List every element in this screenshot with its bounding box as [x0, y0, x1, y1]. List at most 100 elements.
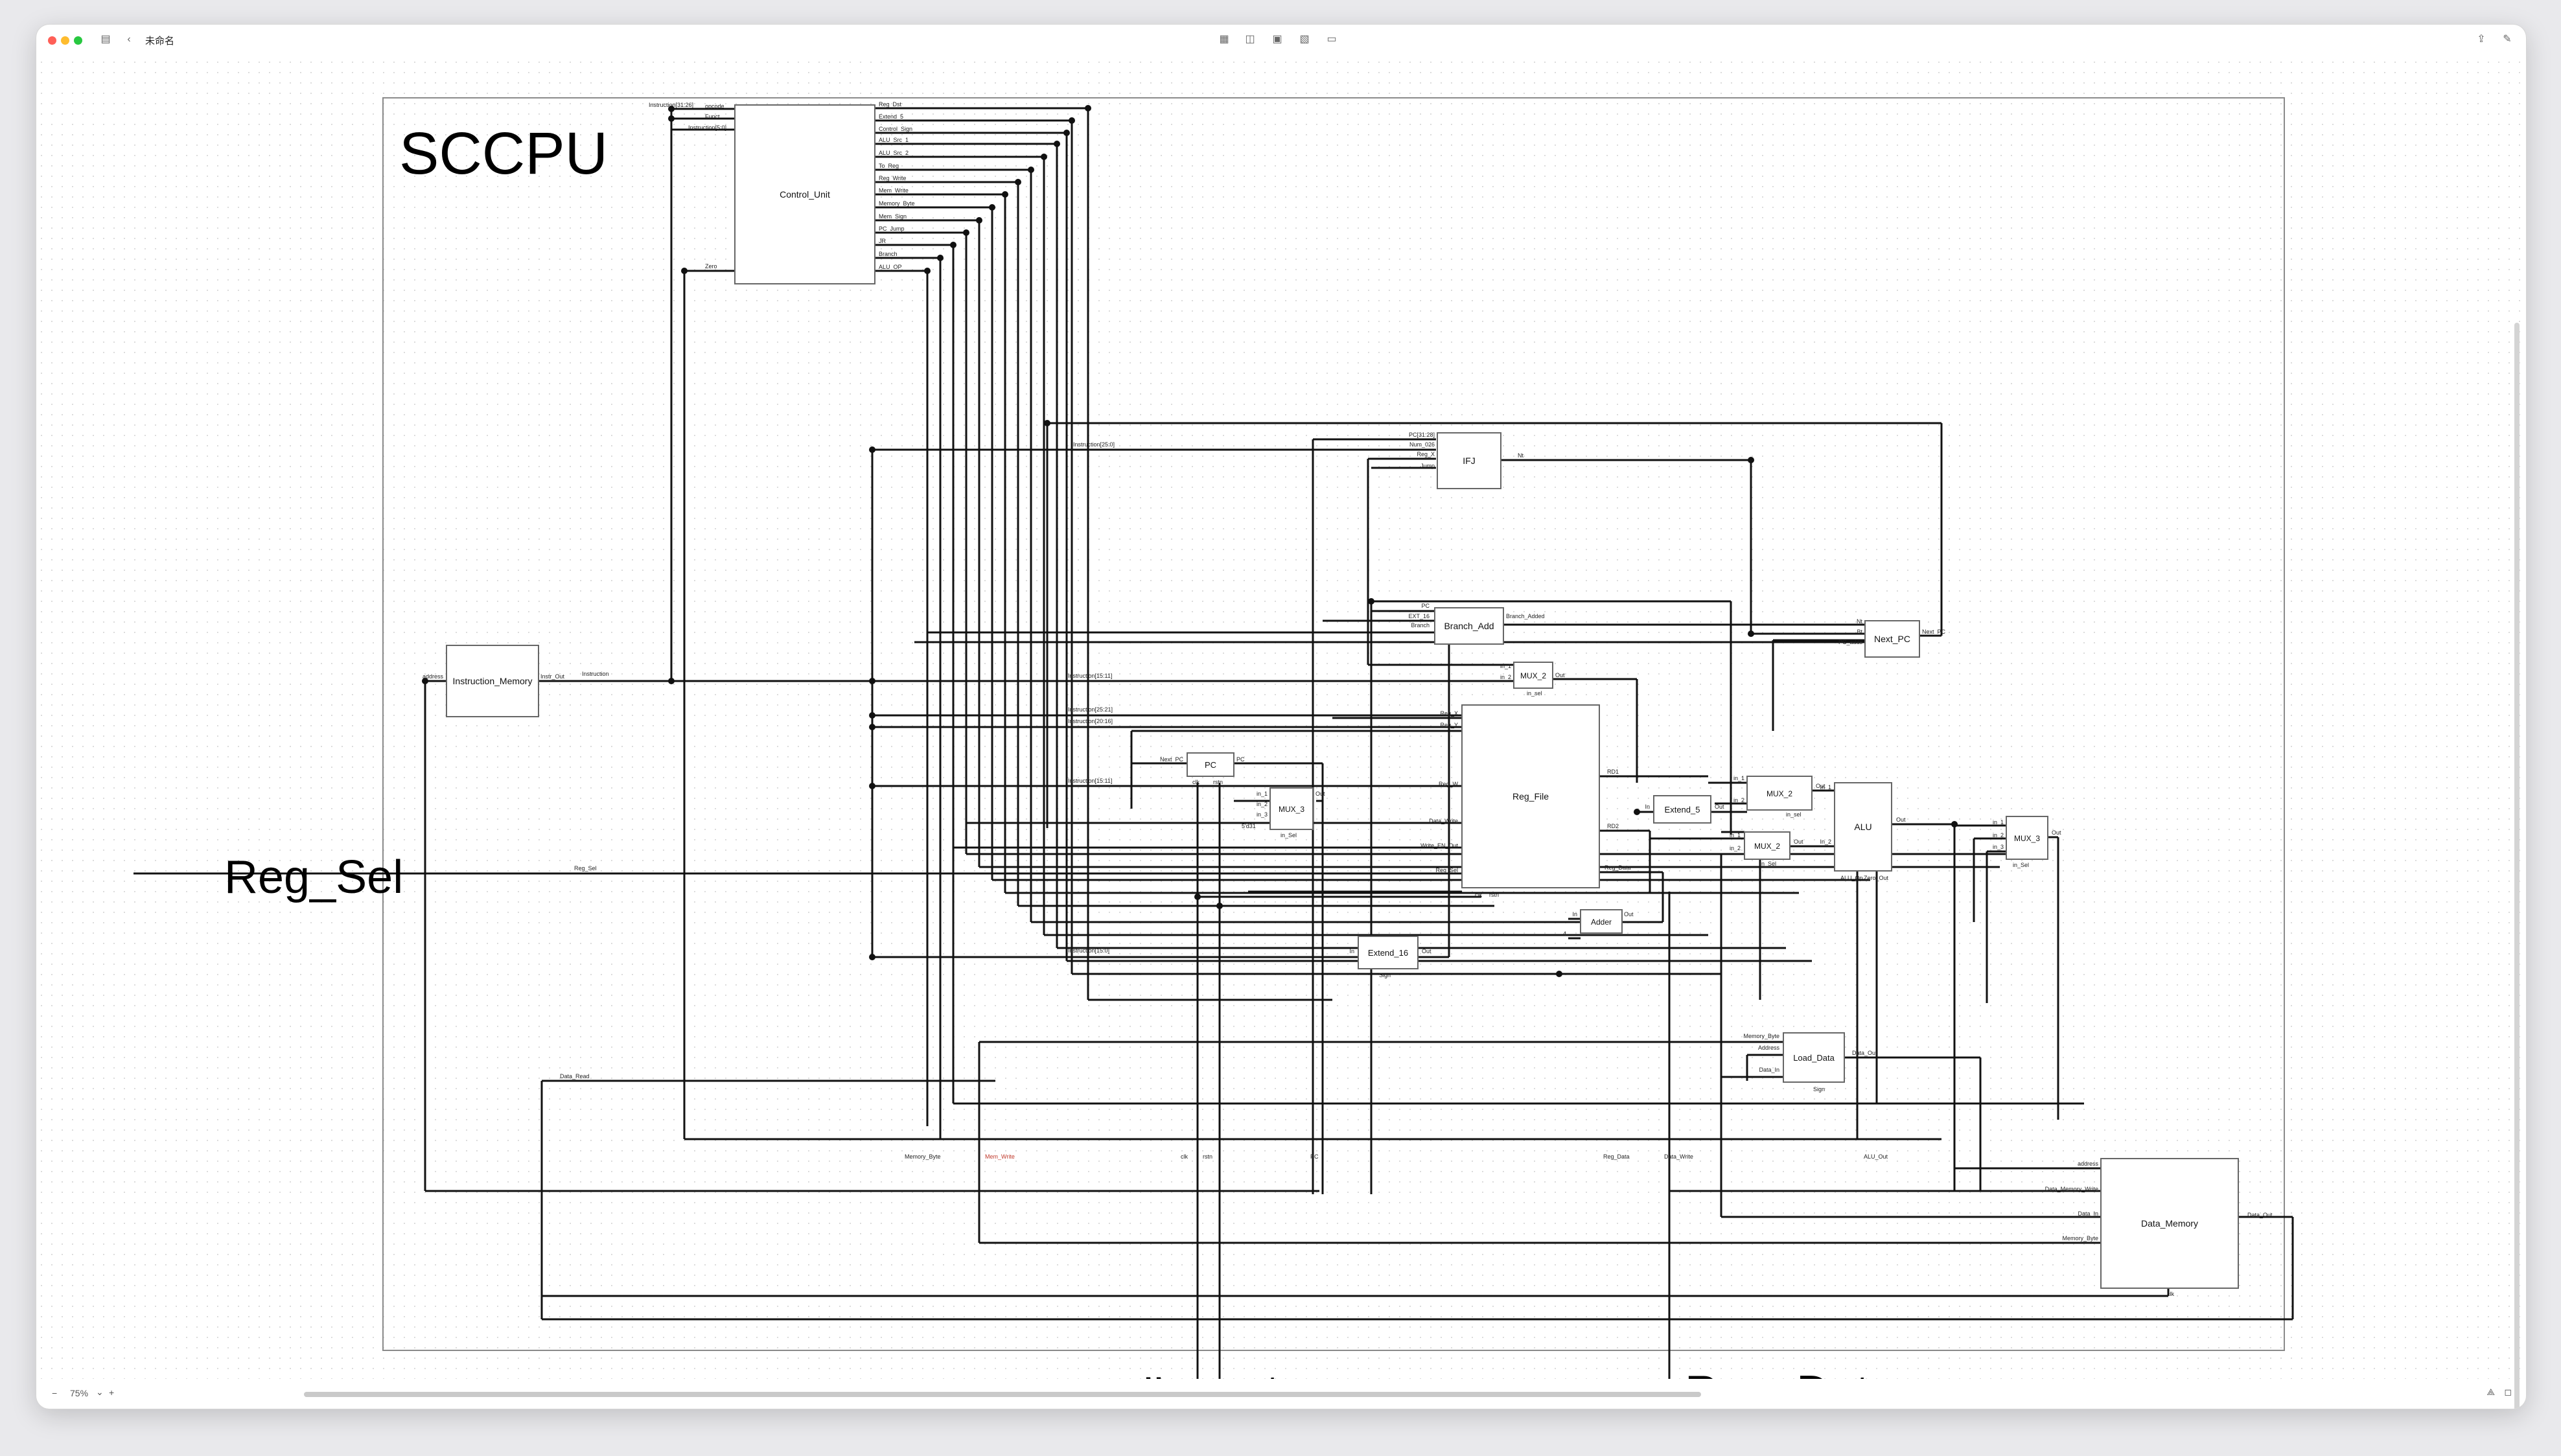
junction-dot	[869, 783, 875, 789]
back-chevron-icon[interactable]: ‹	[127, 34, 131, 45]
cu-output-label: JR	[879, 238, 886, 244]
mux-port-label: in_2	[1500, 674, 1511, 680]
ext5-port-label: Out	[1715, 803, 1724, 810]
junction-dot	[668, 115, 675, 122]
junction-dot	[937, 255, 944, 261]
adder-port-label: 4	[1563, 930, 1566, 937]
ifj-block	[1437, 432, 1501, 489]
ext16-port-label: In	[1349, 948, 1354, 954]
external-labels-layer: Reg_SelclkrstnReg_Data	[224, 851, 1895, 1379]
cu-input-label: Zero	[705, 263, 717, 270]
regfile-port-label: RD2	[1607, 823, 1619, 829]
cu-output-label: Control_Sign	[879, 126, 912, 132]
extend5-block	[1653, 795, 1711, 824]
navigate-icon[interactable]: ⟁	[2486, 1387, 2496, 1397]
dmem-port-label: Data_Memory_Write	[2045, 1186, 2098, 1192]
fit-screen-icon[interactable]: ◻	[2504, 1387, 2512, 1397]
blocks-layer: Control_UnitInstruction_MemoryIFJBranch_…	[446, 104, 2239, 1289]
regfile-port-label: Reg_X	[1440, 710, 1458, 717]
mux2-b-block-label: MUX_2	[1767, 789, 1792, 798]
rstn-label: rstn	[1227, 1367, 1305, 1379]
vertical-scrollbar[interactable]	[2514, 323, 2520, 1409]
pc-port-label: clk	[1192, 779, 1199, 785]
ext16-port-label: Sign	[1379, 972, 1391, 978]
cpu-diagram: SCCPU Control_UnitInstruction_MemoryIFJB…	[133, 97, 2294, 1379]
mux2-c-block	[1744, 831, 1790, 860]
control-unit-block-label: Control_Unit	[780, 189, 830, 200]
zoom-level[interactable]: 75%	[70, 1388, 89, 1398]
next-pc-block-label: Next_PC	[1874, 634, 1910, 644]
close-window-button[interactable]	[48, 36, 56, 45]
junction-dot	[963, 229, 969, 236]
mux-port-label: in_Sel	[2013, 862, 2029, 868]
junction-dot	[668, 678, 675, 684]
mux-port-label: Out	[1315, 791, 1325, 797]
text-box-icon[interactable]: ▣	[1272, 34, 1282, 45]
junction-dot	[869, 678, 875, 684]
adder-port-label: Out	[1624, 911, 1634, 918]
nextpc-port-label: Nt	[1857, 618, 1862, 625]
alu-port-label: In_1	[1820, 784, 1831, 791]
junction-dot	[1041, 154, 1047, 160]
junction-dot	[1194, 894, 1201, 900]
junction-dot	[1085, 105, 1091, 111]
alu-port-label: Zero_Out	[1864, 875, 1889, 881]
alu-port-label: Out	[1896, 816, 1906, 823]
junction-dot	[1951, 821, 1958, 827]
junction-dots-layer	[422, 105, 1958, 977]
sidebar-toggle-icon[interactable]: ▤	[100, 34, 111, 45]
media-icon[interactable]: ▧	[1299, 34, 1310, 45]
ifj-block-label: IFJ	[1463, 456, 1475, 466]
alu-block-label: ALU	[1854, 822, 1872, 832]
edit-icon[interactable]: ✎	[2503, 34, 2512, 45]
port-labels-layer: Reg_DstExtend_5Control_SignALU_Src_1ALU_…	[423, 101, 2273, 1297]
zoom-in-button[interactable]: +	[109, 1387, 115, 1398]
junction-dot	[1028, 167, 1034, 173]
diagram-frame	[382, 97, 2285, 1351]
cu-output-label: ALU_Src_1	[879, 137, 909, 143]
junction-dot	[1069, 117, 1075, 124]
zoom-window-button[interactable]	[74, 36, 82, 45]
loaddata-port-label: Address	[1758, 1045, 1780, 1051]
cu-output-label: Extend_5	[879, 113, 903, 120]
regfile-port-label: Reg_Sel	[1435, 867, 1458, 873]
dmem-port-label: address	[2078, 1161, 2099, 1167]
cu-input-label: Funct	[705, 113, 720, 120]
regfile-port-label: Reg_Y	[1440, 722, 1458, 728]
mux-port-label: in_Sel	[1760, 861, 1776, 867]
adder-block-label: Adder	[1591, 918, 1612, 927]
mux-port-label: 5'd31	[1242, 823, 1256, 829]
chevron-down-icon[interactable]: ⌄	[96, 1387, 104, 1397]
horizontal-scrollbar[interactable]	[304, 1392, 1701, 1397]
regfile-port-label: Reg_W	[1439, 781, 1459, 787]
bottom-net-label: Memory_Byte	[905, 1153, 941, 1160]
net-label: Instruction[25:21]	[1068, 706, 1113, 713]
mux-port-label: in_2	[1730, 845, 1741, 851]
mux2-b-block	[1746, 776, 1813, 811]
mux-port-label: Out	[1816, 783, 1825, 789]
mux-port-label: in_1	[1500, 663, 1511, 669]
adder-port-label: In	[1572, 911, 1577, 918]
shapes-icon[interactable]: ◫	[1245, 34, 1255, 45]
minimize-window-button[interactable]	[61, 36, 69, 45]
mux-port-label: in_2	[1257, 801, 1268, 807]
share-icon[interactable]: ⇪	[2477, 34, 2486, 45]
instruction-memory-block-label: Instruction_Memory	[453, 676, 533, 686]
reg-file-block-label: Reg_File	[1512, 791, 1549, 802]
mux-port-label: in_2	[1993, 832, 2004, 838]
bottom-net-label: rstn	[1203, 1153, 1212, 1160]
net-label: Data_Read	[560, 1073, 590, 1080]
document-title: 未命名	[145, 36, 175, 47]
zoom-out-button[interactable]: −	[52, 1388, 58, 1398]
app-window: ▤ ‹ 未命名 ▦ ◫ ▣ ▧ ▭ ⇪ ✎ SCCPU Control_Unit…	[36, 25, 2526, 1409]
ifj-port-label: Reg_X	[1417, 451, 1435, 457]
extend16-block	[1358, 936, 1419, 969]
junction-dot	[1368, 598, 1374, 605]
table-icon[interactable]: ▦	[1219, 34, 1229, 45]
folder-icon[interactable]: ▭	[1327, 34, 1337, 45]
junction-dot	[1044, 420, 1050, 426]
alu-port-label: ALU_Op	[1840, 875, 1863, 881]
mux-port-label: in_sel	[1786, 811, 1802, 818]
mux-port-label: Out	[2052, 829, 2061, 836]
